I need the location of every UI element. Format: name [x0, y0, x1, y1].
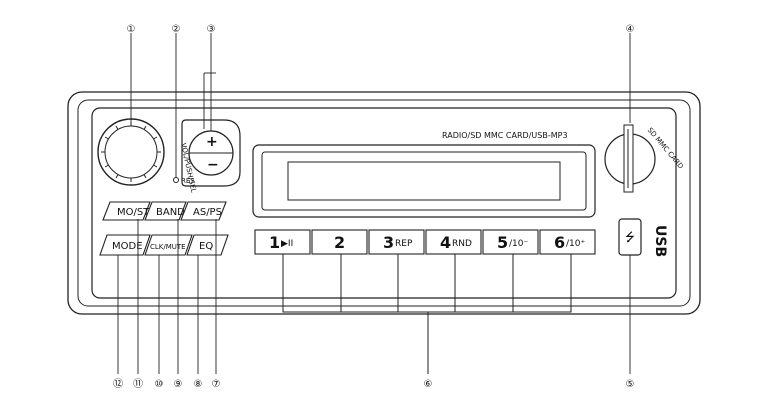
- callout-8: ⑧: [194, 379, 203, 390]
- preset-key-number: 4: [440, 233, 451, 252]
- usb-icon: ⭍: [625, 230, 635, 244]
- band-button[interactable]: [144, 201, 187, 221]
- callout-4: ④: [626, 24, 635, 35]
- outer-frame: [67, 91, 701, 315]
- preset-key-number: 2: [334, 233, 345, 252]
- display-window: [287, 161, 561, 201]
- model-title: RADIO/SD MMC CARD/USB-MP3: [442, 131, 568, 140]
- reset-label: RES: [181, 177, 195, 185]
- eq-label: EQ: [199, 241, 213, 252]
- up-icon[interactable]: +: [206, 134, 218, 150]
- preset-key-function: /10⁺: [566, 239, 585, 249]
- knob-grip-tick: [104, 164, 109, 168]
- callout-2: ②: [172, 24, 181, 35]
- card-slot[interactable]: [604, 124, 656, 193]
- down-icon[interactable]: −: [207, 157, 219, 173]
- knob-grip-tick: [153, 164, 158, 168]
- mo-st-label: MO/ST: [117, 207, 150, 218]
- volume-knob[interactable]: [97, 118, 165, 186]
- preset-key-number: 5: [497, 233, 508, 252]
- as-ps-button[interactable]: [180, 201, 227, 221]
- knob-grip-tick: [153, 136, 158, 140]
- preset-key-number: 3: [383, 233, 394, 252]
- preset-key-function: RND: [452, 239, 472, 249]
- eq-button[interactable]: [186, 234, 229, 256]
- preset-key-number: 1: [269, 233, 280, 252]
- display-bezel: [252, 144, 596, 218]
- mode-label: MODE: [112, 241, 143, 252]
- as-ps-label: AS/PS: [193, 207, 222, 218]
- callout-9: ⑨: [174, 379, 183, 390]
- knob-grip-tick: [115, 174, 119, 179]
- display-screen: [261, 151, 587, 211]
- callout-10: ⑩: [155, 379, 164, 390]
- knob-grip-tick: [143, 125, 147, 130]
- knob-grip-tick: [104, 136, 109, 140]
- preset-key-5[interactable]: 5/10⁻: [482, 229, 539, 255]
- clk-mute-button[interactable]: [144, 234, 193, 256]
- mode-button[interactable]: [99, 234, 151, 256]
- card-slot-label: SD MMC CARD: [646, 126, 685, 170]
- callout-5: ⑤: [626, 379, 635, 390]
- faceplate: [91, 107, 677, 299]
- callout-12: ⑫: [113, 378, 123, 390]
- knob-grip-tick: [143, 174, 147, 179]
- leader-lines: [117, 33, 631, 374]
- callout-11: ⑪: [133, 378, 143, 390]
- band-label: BAND: [156, 207, 185, 218]
- preset-bracket: [282, 254, 572, 374]
- frame-inner-edge: [77, 99, 691, 307]
- preset-key-1[interactable]: 1▶II: [254, 229, 311, 255]
- callout-6: ⑥: [424, 379, 433, 390]
- preset-key-2[interactable]: 2: [311, 229, 368, 255]
- preset-key-function: /10⁻: [509, 239, 528, 249]
- callout-3: ③: [207, 24, 216, 35]
- preset-key-function: REP: [395, 239, 413, 249]
- callout-1: ①: [127, 24, 136, 35]
- reset-hole[interactable]: [173, 177, 179, 183]
- knob-grip-tick: [115, 125, 119, 130]
- clk-mute-label: CLK/MUTE: [150, 243, 186, 251]
- preset-key-function: ▶II: [281, 239, 293, 249]
- preset-key-number: 6: [554, 233, 565, 252]
- mo-st-button[interactable]: [102, 201, 151, 221]
- preset-key-6[interactable]: 6/10⁺: [539, 229, 596, 255]
- callout-7: ⑦: [212, 379, 221, 390]
- usb-label: USB: [652, 225, 668, 257]
